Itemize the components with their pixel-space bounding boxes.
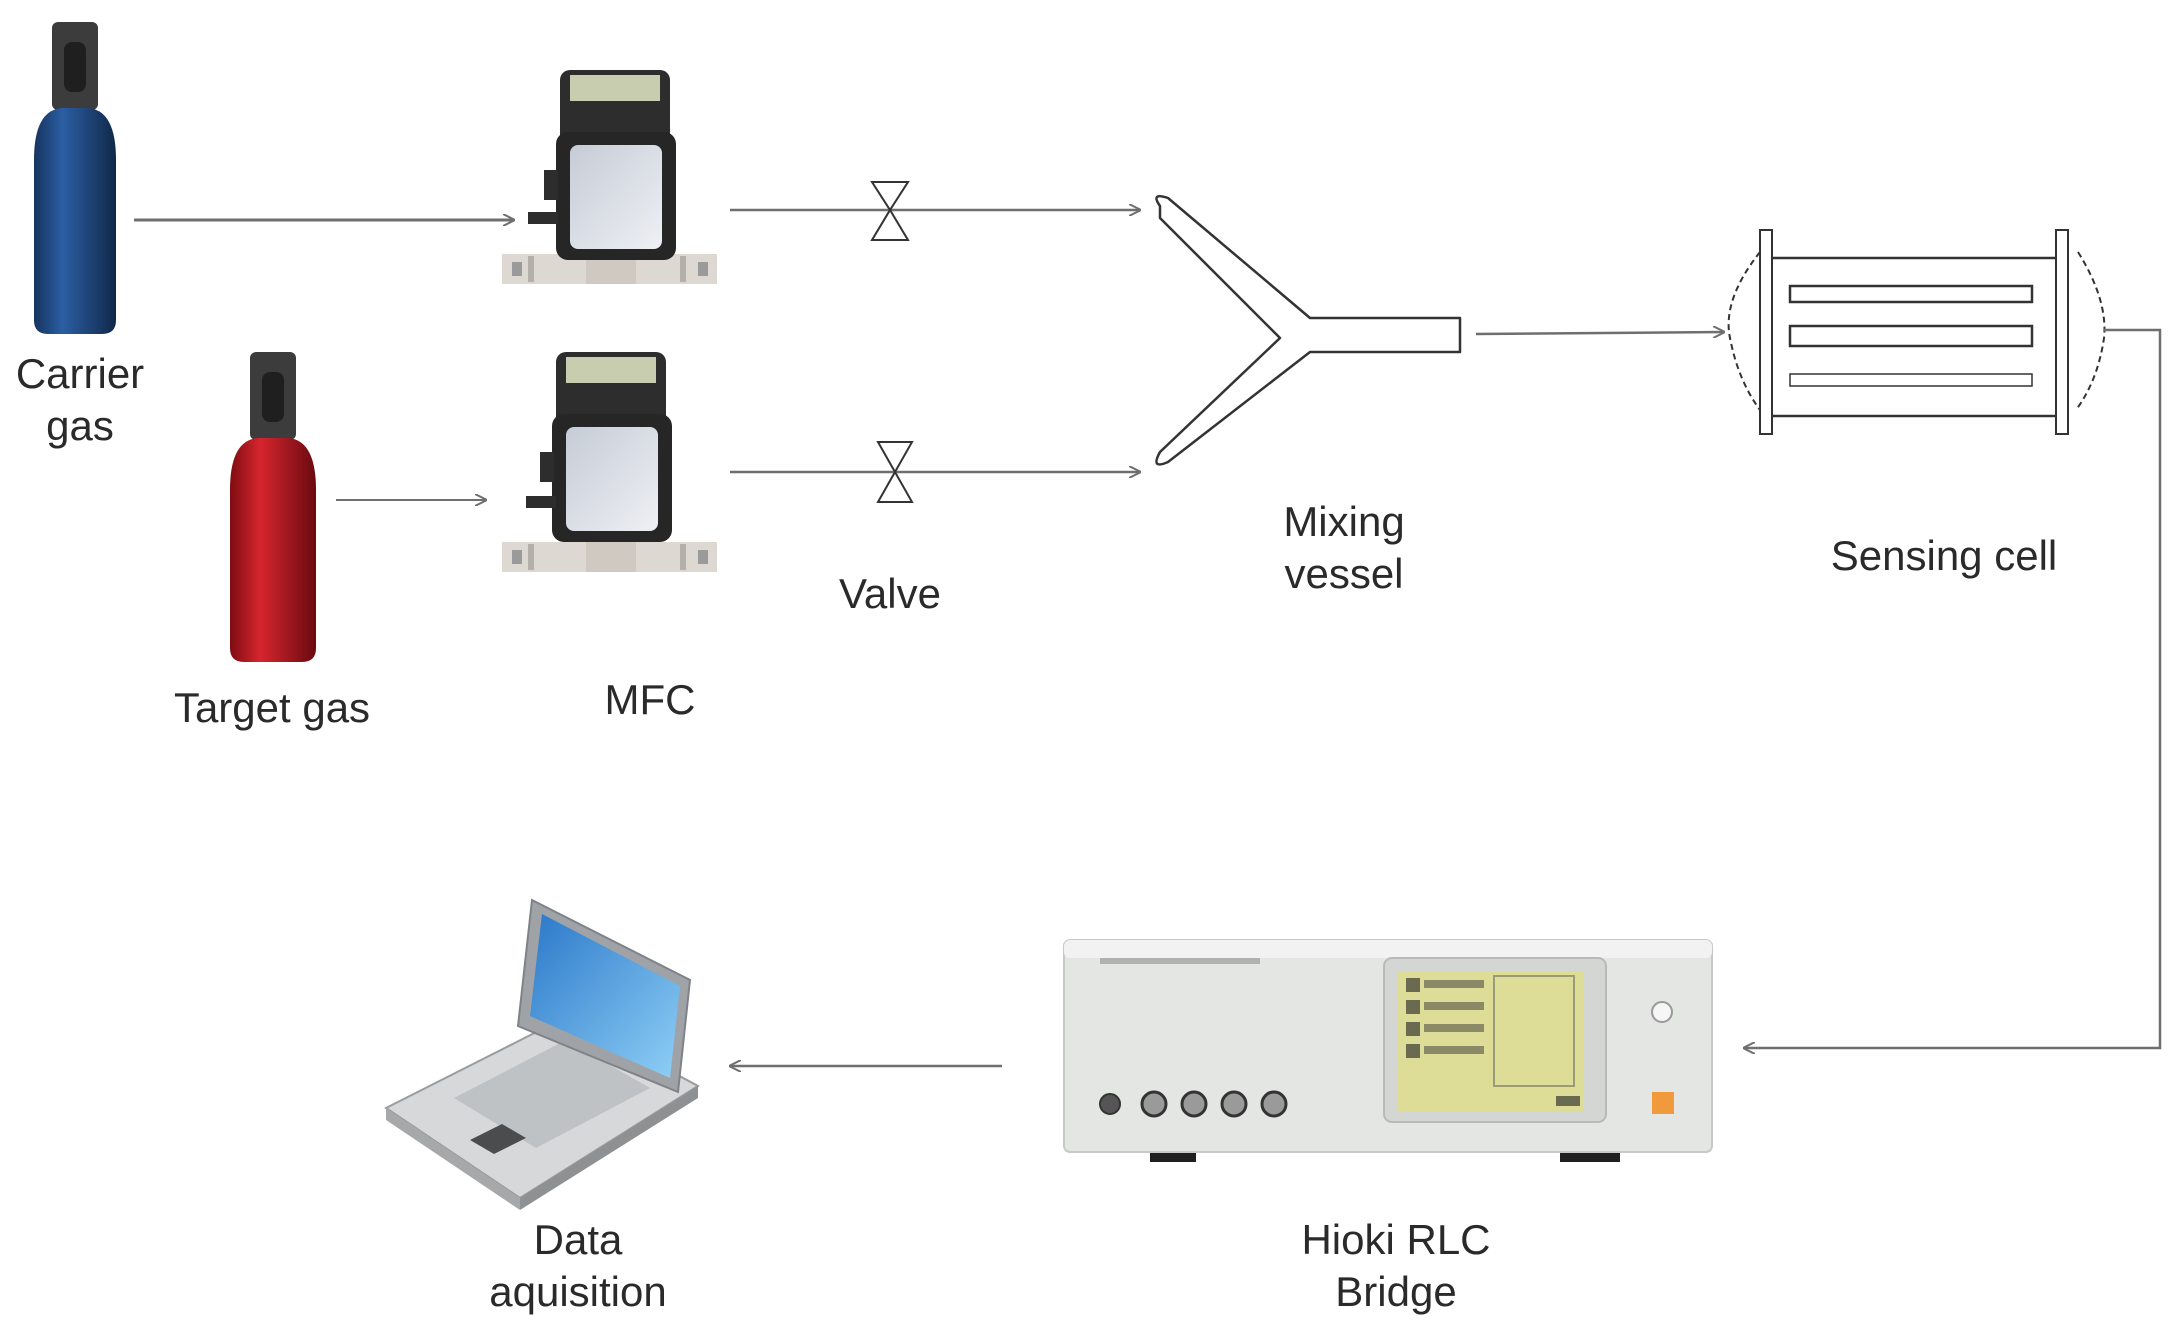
rlc-meter-icon [1063,939,1713,1162]
valve-lower-icon [876,441,914,503]
laptop-icon [384,898,700,1210]
data-acquisition-label: Data aquisition [448,1214,708,1318]
mixing-vessel-label-line2: vessel [1284,550,1404,597]
carrier-gas-label: Carrier gas [0,348,160,452]
sensing-cell-label: Sensing cell [1830,532,2058,579]
rlc-bridge-label: Hioki RLC Bridge [1266,1214,1526,1318]
mfc-lower-icon [502,352,717,572]
valve-upper-icon [870,181,910,241]
target-gas-cylinder-icon [230,352,316,662]
mixing-vessel-label-line1: Mixing [1283,498,1405,545]
valve-label: Valve [839,570,941,617]
rlc-bridge-label-line2: Bridge [1335,1268,1457,1315]
mixing-vessel-icon [1155,195,1462,466]
carrier-gas-cylinder-icon [34,22,116,334]
data-acquisition-label-line2: aquisition [489,1268,667,1315]
cell-to-bridge-line [1744,328,2162,1048]
target-gas-label: Target gas [173,684,371,731]
mixer-line [1475,332,1724,334]
mfc-upper-icon [502,70,717,284]
carrier-gas-label-line2: gas [46,402,114,449]
data-acquisition-label-line1: Data [533,1216,623,1263]
mixing-vessel-label: Mixing vessel [1244,496,1444,600]
rlc-bridge-label-line1: Hioki RLC [1301,1216,1491,1263]
sensing-cell-icon [1727,229,2106,435]
mfc-label: MFC [604,676,696,723]
carrier-gas-label-line1: Carrier [15,350,145,397]
